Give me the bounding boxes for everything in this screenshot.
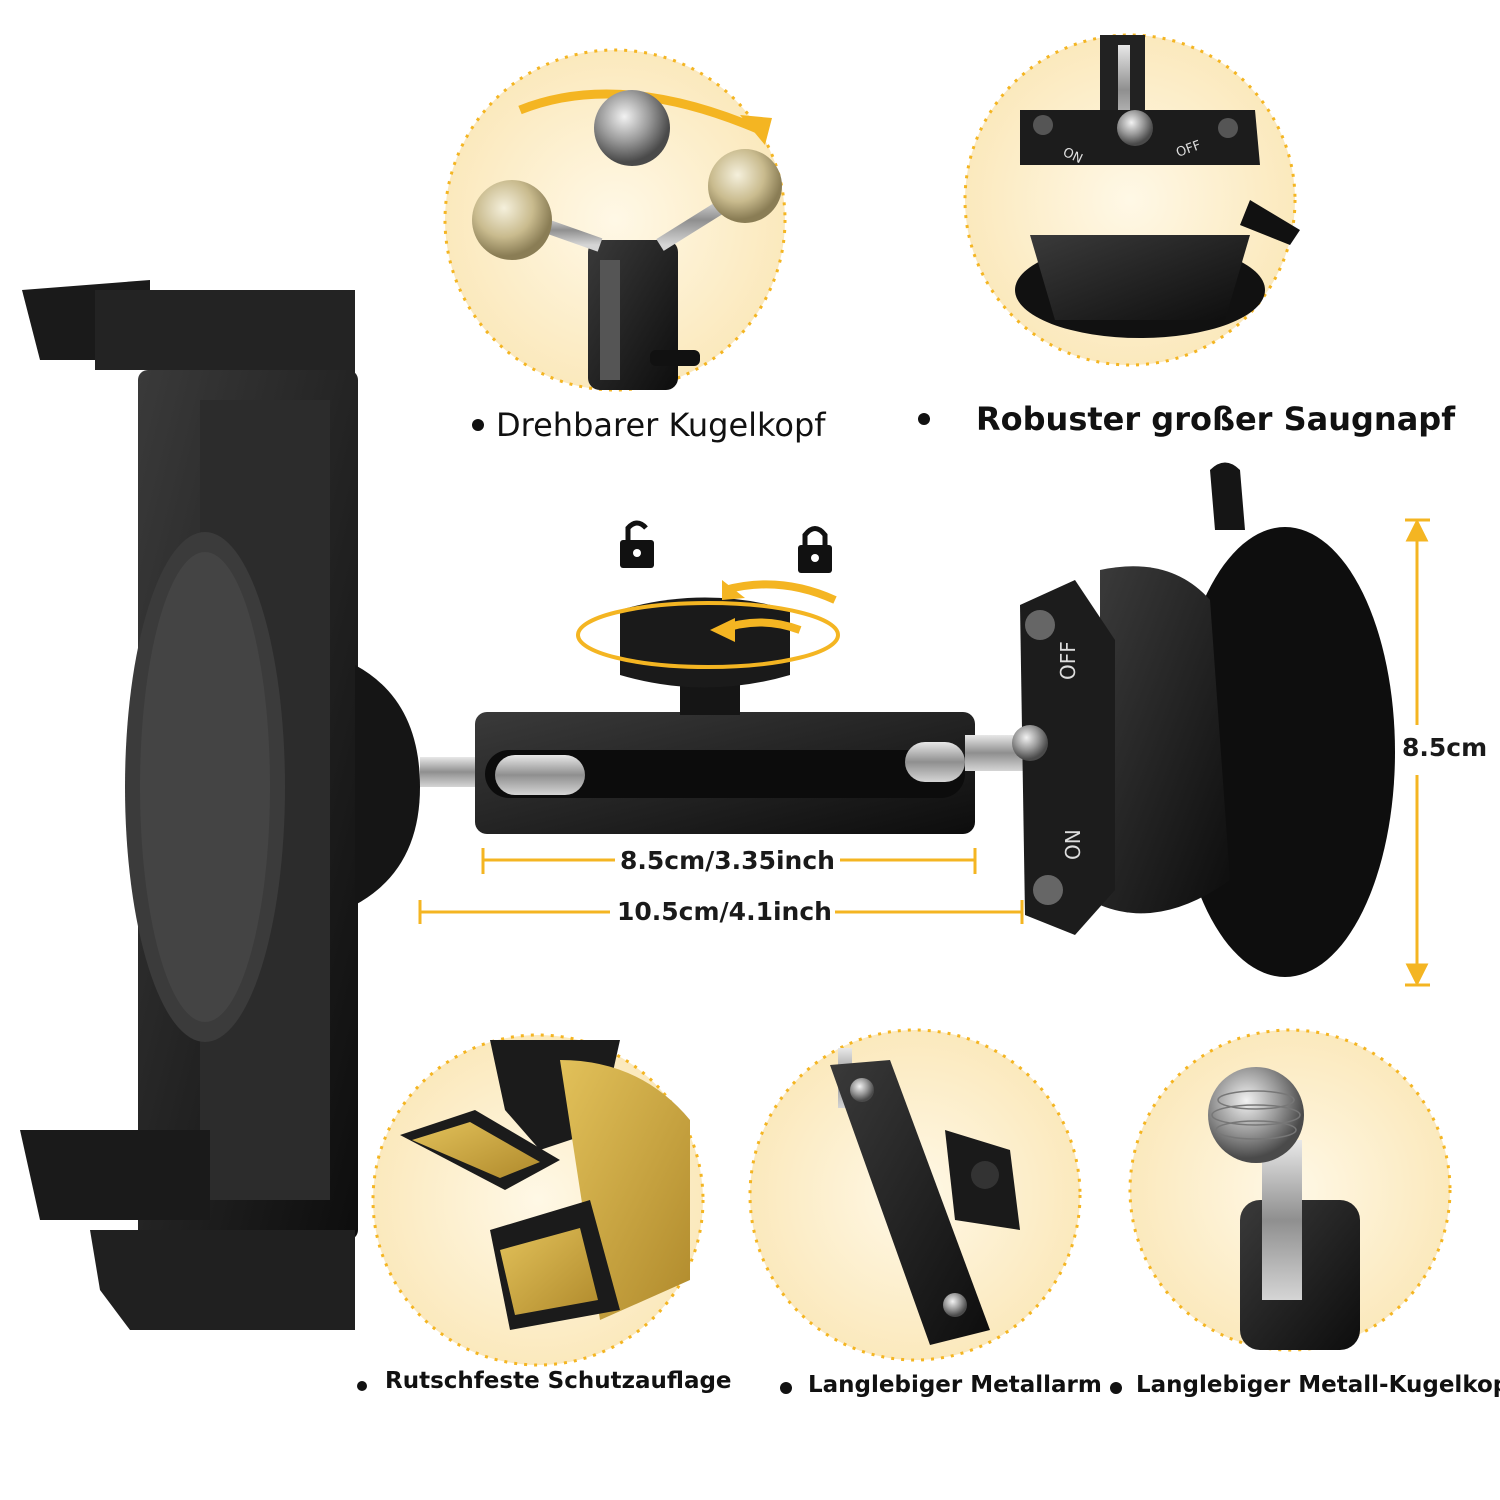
anti-slip-pad-detail-circle	[371, 1033, 705, 1367]
bullet-icon	[780, 1382, 792, 1394]
unlock-icon	[620, 520, 654, 568]
bullet-icon	[1110, 1382, 1122, 1394]
arm-length-label: 8.5cm/3.35inch	[620, 846, 835, 875]
arm-length-dimension	[481, 848, 977, 874]
total-length-dimension	[418, 900, 1024, 924]
bullet-icon	[357, 1381, 367, 1391]
feature-anti-slip-pad: Rutschfeste Schutzauflage	[357, 1368, 732, 1394]
feature-suction-cup: Robuster großer Saugnapf	[918, 400, 1455, 438]
feature-suction-cup-label: Robuster großer Saugnapf	[976, 400, 1456, 438]
total-length-label: 10.5cm/4.1inch	[617, 897, 832, 926]
feature-ball-head-label: Drehbarer Kugelkopf	[496, 406, 826, 444]
feature-metal-arm-label: Langlebiger Metallarm	[808, 1372, 1102, 1398]
suction-off-label: OFF	[1056, 641, 1080, 680]
suction-height-label: 8.5cm	[1402, 733, 1488, 762]
feature-anti-slip-pad-label: Rutschfeste Schutzauflage	[385, 1368, 732, 1394]
height-dimension	[1405, 518, 1430, 987]
bullet-icon	[918, 413, 930, 425]
feature-metal-ball-head-label: Langlebiger Metall-Kugelkopf	[1136, 1372, 1500, 1398]
metal-arm	[420, 580, 1030, 834]
feature-metal-arm: Langlebiger Metallarm	[780, 1372, 1102, 1398]
suction-on-label: ON	[1061, 829, 1085, 860]
suction-cup-detail-circle: ON OFF	[963, 33, 1300, 367]
feature-metal-ball-head: Langlebiger Metall-Kugelkopf	[1110, 1372, 1500, 1398]
ball-head-detail-circle	[443, 48, 787, 392]
metal-arm-detail-circle	[748, 1028, 1082, 1362]
suction-mount: OFF ON	[1012, 462, 1395, 977]
lock-icon	[798, 526, 832, 573]
metal-ball-head-detail-circle	[1128, 1028, 1452, 1352]
feature-ball-head: Drehbarer Kugelkopf	[472, 406, 826, 444]
bullet-icon	[472, 419, 484, 431]
tablet-holder	[20, 280, 420, 1330]
